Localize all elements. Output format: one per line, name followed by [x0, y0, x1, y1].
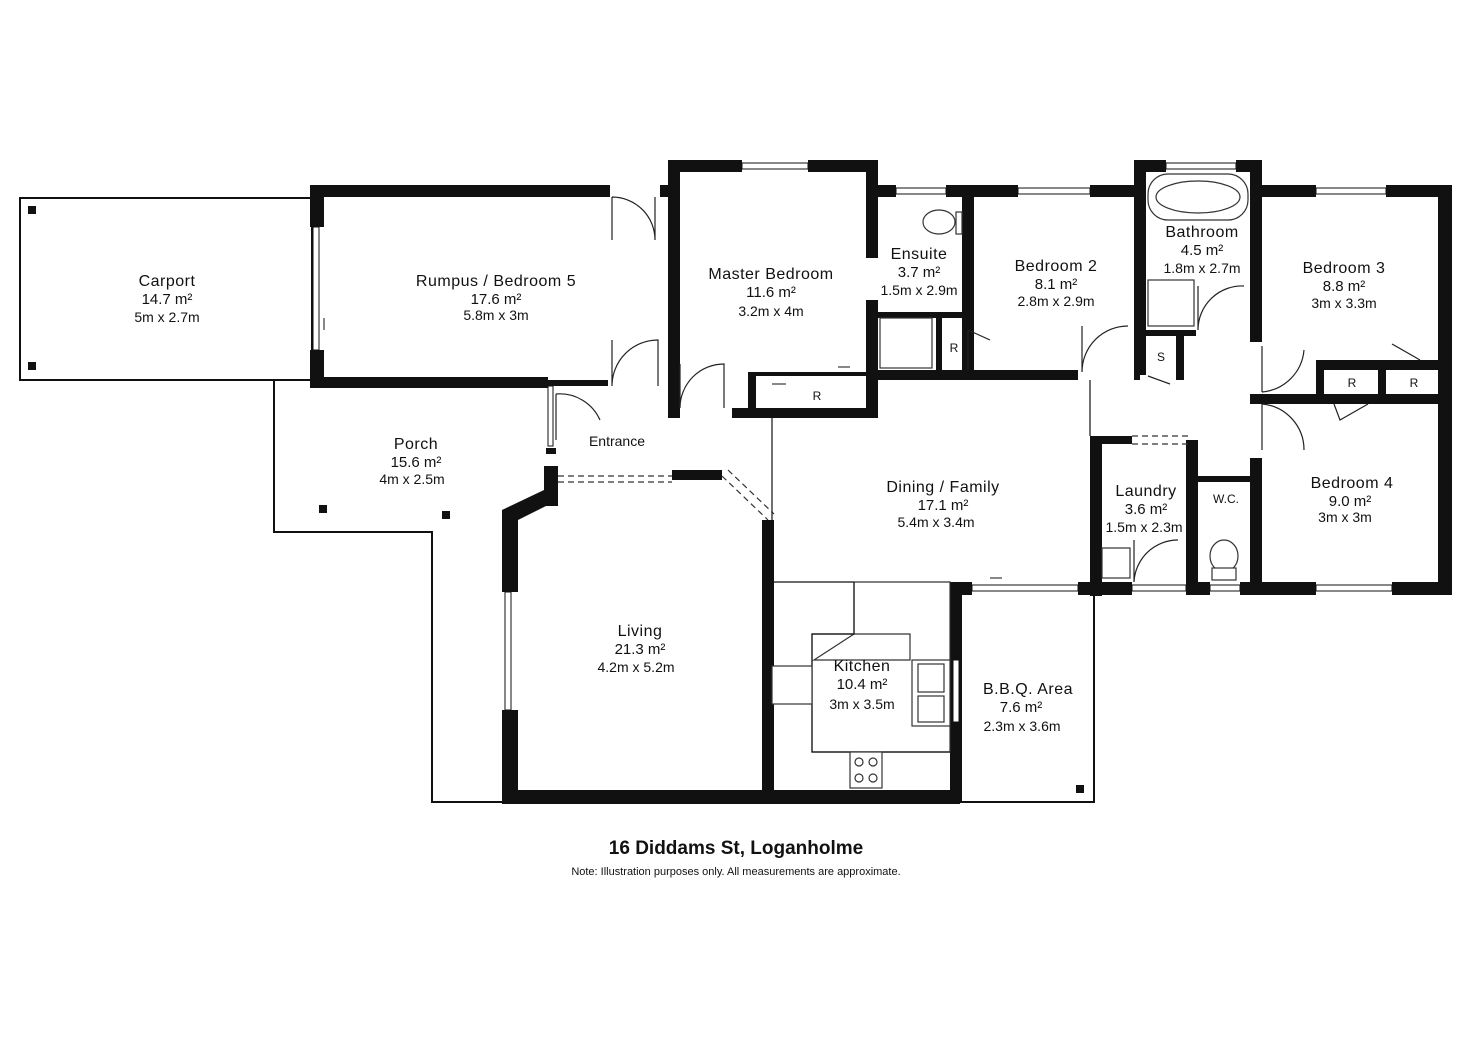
- bedroom4-dims: 3m x 3m: [1318, 509, 1372, 525]
- bedroom2-dims: 2.8m x 2.9m: [1017, 293, 1094, 309]
- porch-area: 15.6 m²: [391, 454, 442, 471]
- porch-name: Porch: [394, 436, 438, 453]
- room-kitchen: Kitchen 10.4 m² 3m x 3.5m: [829, 658, 894, 712]
- living-dims: 4.2m x 5.2m: [597, 659, 674, 675]
- carport-dims: 5m x 2.7m: [134, 309, 199, 325]
- ensuite-dims: 1.5m x 2.9m: [880, 282, 957, 298]
- bedroom3-area: 8.8 m²: [1323, 278, 1366, 295]
- robe-label-master: R: [813, 389, 822, 403]
- bathroom-area: 4.5 m²: [1181, 242, 1224, 259]
- carport-outline: [19, 197, 313, 381]
- windows: [312, 162, 1393, 723]
- bbq-name: B.B.Q. Area: [983, 681, 1073, 698]
- dining-name: Dining / Family: [886, 479, 999, 496]
- master-area: 11.6 m²: [746, 284, 796, 301]
- bathroom-dims: 1.8m x 2.7m: [1163, 260, 1240, 276]
- slide-arrows: [323, 318, 1002, 579]
- entrance-name: Entrance: [589, 433, 645, 449]
- room-ensuite: Ensuite 3.7 m² 1.5m x 2.9m: [880, 246, 957, 298]
- carport-area: 14.7 m²: [142, 291, 193, 308]
- room-carport: Carport 14.7 m² 5m x 2.7m: [134, 273, 199, 325]
- room-bedroom3: Bedroom 3 8.8 m² 3m x 3.3m: [1303, 260, 1386, 311]
- kitchen-dims: 3m x 3.5m: [829, 696, 894, 712]
- ensuite-name: Ensuite: [891, 246, 948, 263]
- walls: [310, 160, 1452, 804]
- wc-label: W.C.: [1213, 492, 1239, 506]
- bedroom4-area: 9.0 m²: [1329, 493, 1372, 510]
- master-name: Master Bedroom: [708, 266, 833, 283]
- address-title: 16 Diddams St, Loganholme: [608, 838, 864, 859]
- bedroom3-dims: 3m x 3.3m: [1311, 295, 1376, 311]
- bathroom-name: Bathroom: [1165, 224, 1238, 241]
- doors: [555, 196, 1421, 583]
- fixture-labels: R R S R R W.C.: [813, 341, 1419, 506]
- room-rumpus: Rumpus / Bedroom 5 17.6 m² 5.8m x 3m: [416, 273, 576, 323]
- robe-label-bed4: R: [1410, 376, 1419, 390]
- bbq-outline: [960, 592, 1095, 803]
- room-dining: Dining / Family 17.1 m² 5.4m x 3.4m: [886, 479, 999, 530]
- rumpus-name: Rumpus / Bedroom 5: [416, 273, 576, 290]
- laundry-dims: 1.5m x 2.3m: [1105, 519, 1182, 535]
- kitchen-area: 10.4 m²: [837, 676, 888, 693]
- bedroom2-area: 8.1 m²: [1035, 276, 1078, 293]
- master-dims: 3.2m x 4m: [738, 303, 803, 319]
- living-area: 21.3 m²: [615, 641, 666, 658]
- carport-name: Carport: [139, 273, 196, 290]
- bbq-dims: 2.3m x 3.6m: [983, 718, 1060, 734]
- dining-area: 17.1 m²: [918, 497, 969, 514]
- room-laundry: Laundry 3.6 m² 1.5m x 2.3m: [1105, 483, 1182, 535]
- bath-fixtures: [879, 173, 1249, 581]
- porch-outline: [273, 380, 502, 803]
- room-master: Master Bedroom 11.6 m² 3.2m x 4m: [708, 266, 833, 319]
- porch-dims: 4m x 2.5m: [379, 471, 444, 487]
- room-porch: Porch 15.6 m² 4m x 2.5m: [379, 436, 444, 487]
- room-bedroom2: Bedroom 2 8.1 m² 2.8m x 2.9m: [1015, 258, 1098, 309]
- laundry-area: 3.6 m²: [1125, 501, 1168, 518]
- bedroom3-name: Bedroom 3: [1303, 260, 1386, 277]
- laundry-name: Laundry: [1115, 483, 1176, 500]
- partitions: [558, 380, 1190, 583]
- bedroom2-name: Bedroom 2: [1015, 258, 1098, 275]
- ensuite-area: 3.7 m²: [898, 264, 941, 281]
- room-bathroom: Bathroom 4.5 m² 1.8m x 2.7m: [1163, 224, 1240, 276]
- robe-label-bed3: R: [1348, 376, 1357, 390]
- dining-dims: 5.4m x 3.4m: [897, 514, 974, 530]
- disclaimer-note: Note: Illustration purposes only. All me…: [571, 866, 901, 878]
- room-entrance: Entrance: [589, 433, 645, 449]
- room-bedroom4: Bedroom 4 9.0 m² 3m x 3m: [1311, 475, 1394, 525]
- rumpus-dims: 5.8m x 3m: [463, 307, 528, 323]
- kitchen-name: Kitchen: [834, 658, 891, 675]
- living-name: Living: [618, 623, 663, 640]
- bbq-area: 7.6 m²: [1000, 699, 1043, 716]
- store-label: S: [1157, 350, 1165, 364]
- rumpus-area: 17.6 m²: [471, 291, 522, 308]
- kitchen-counters: [771, 581, 951, 789]
- robe-label-ensuite: R: [950, 341, 959, 355]
- room-bbq: B.B.Q. Area 7.6 m² 2.3m x 3.6m: [983, 681, 1073, 734]
- room-living: Living 21.3 m² 4.2m x 5.2m: [597, 623, 674, 675]
- bedroom4-name: Bedroom 4: [1311, 475, 1394, 492]
